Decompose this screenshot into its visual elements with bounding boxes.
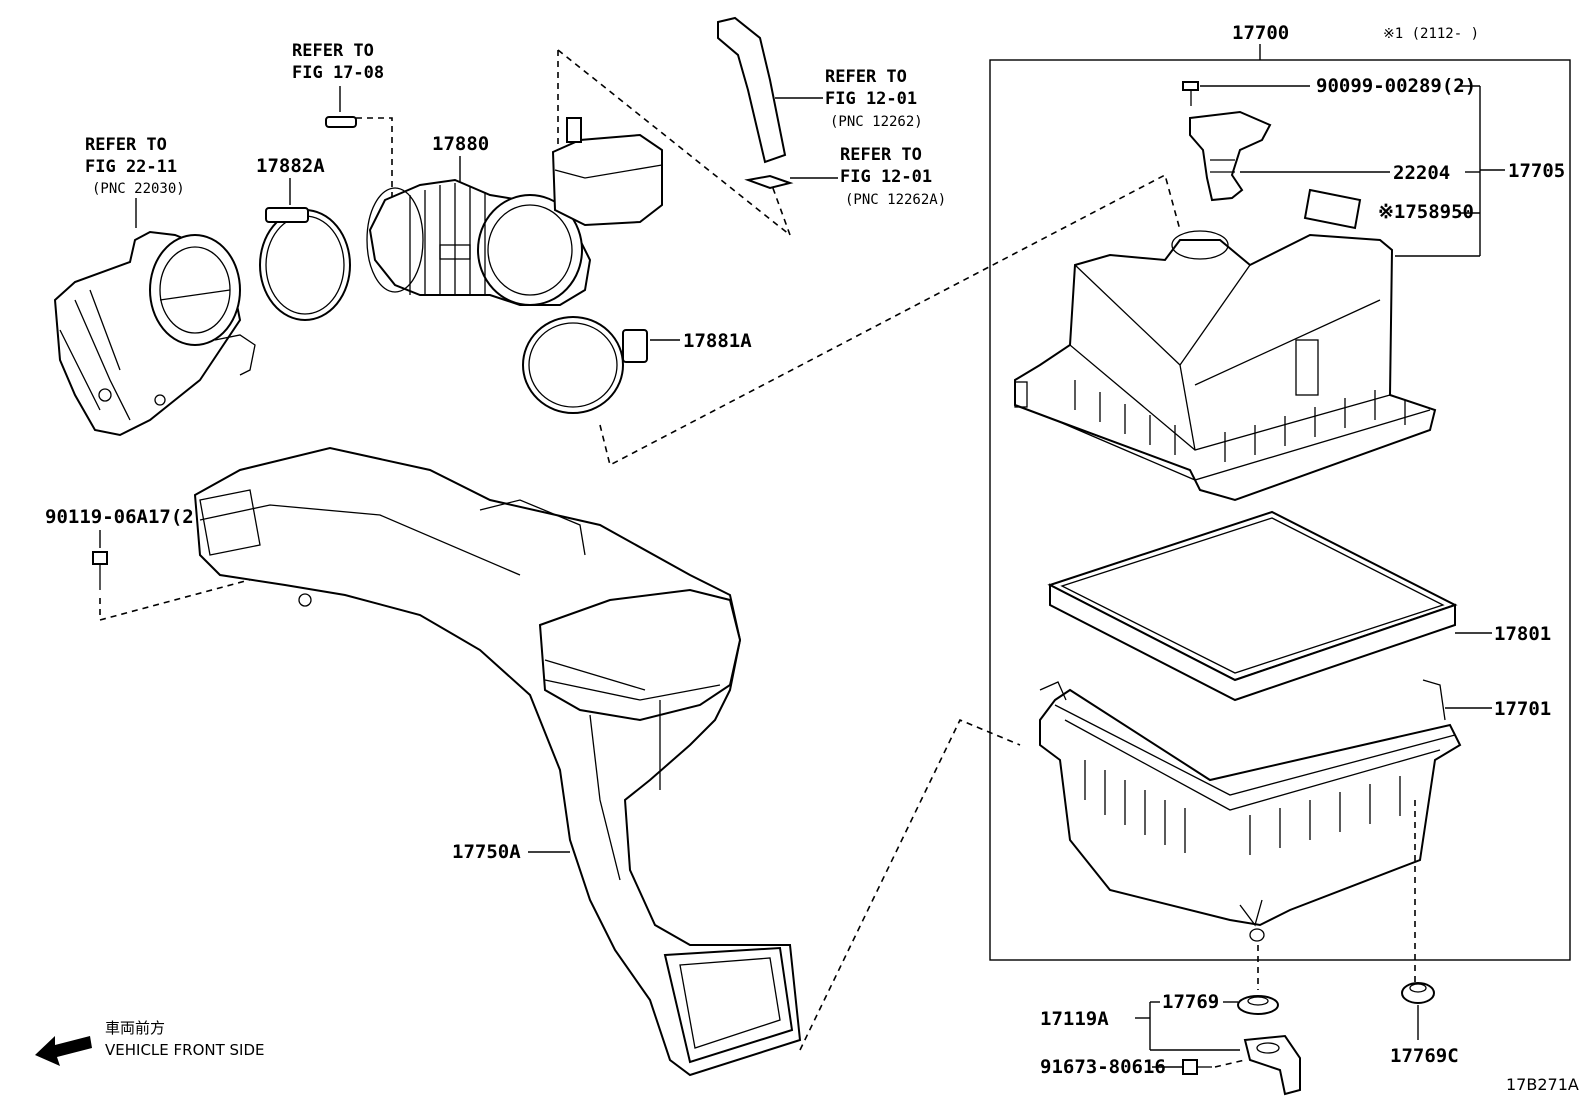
air-flow-meter-22204 (1189, 110, 1272, 202)
hose-clamp-17881a (522, 316, 648, 414)
bracket-17119 (1243, 1034, 1301, 1096)
grommet-17769 (1237, 995, 1279, 1015)
air-cleaner-cap (1014, 230, 1437, 502)
label-17701[interactable]: 17701 (1494, 698, 1551, 720)
figure-code: 17B271A (1506, 1075, 1579, 1094)
label-17119a[interactable]: 17119A (1040, 1008, 1109, 1030)
ref-fig-17-08-line2: FIG 17-08 (292, 63, 384, 83)
throttle-body (53, 230, 256, 437)
label-90099-00289[interactable]: 90099-00289(2) (1316, 75, 1476, 97)
label-note-1: ※1 (2112- ) (1383, 26, 1479, 42)
grommet-17769c (1401, 982, 1435, 1004)
label-17769c[interactable]: 17769C (1390, 1045, 1459, 1067)
label-1758950[interactable]: ※1758950 (1378, 201, 1474, 223)
label-17769[interactable]: 17769 (1162, 991, 1219, 1013)
label-sticker-17589 (1303, 188, 1362, 230)
ref-fig-12-01a-line3: (PNC 12262) (830, 114, 923, 130)
intake-hose-17880 (366, 178, 592, 306)
label-17700[interactable]: 17700 (1232, 22, 1289, 44)
air-duct-17750a (193, 446, 802, 1077)
assembly-box-17700 (989, 59, 1571, 961)
label-17881a[interactable]: 17881A (683, 330, 752, 352)
direction-en: VEHICLE FRONT SIDE (105, 1041, 265, 1059)
ref-fig-22-11-line3: (PNC 22030) (92, 181, 185, 197)
ref-fig-12-01a-line2: FIG 12-01 (825, 89, 917, 109)
ref-fig-12-01b-line2: FIG 12-01 (840, 167, 932, 187)
bolt-90119 (92, 551, 108, 590)
hose-piece-17-08 (325, 116, 357, 128)
bolt-91673 (1182, 1059, 1212, 1075)
ref-fig-12-01b-line3: (PNC 12262A) (845, 192, 946, 208)
label-22204[interactable]: 22204 (1393, 162, 1450, 184)
label-17801[interactable]: 17801 (1494, 623, 1551, 645)
label-90119-06a17[interactable]: 90119-06A17(2) (45, 506, 205, 528)
hose-clamp-17882a (259, 207, 351, 321)
clip-12262a (744, 174, 794, 190)
label-17705[interactable]: 17705 (1508, 160, 1565, 182)
vehicle-front-arrow-icon (35, 1036, 92, 1066)
label-17882a[interactable]: 17882A (256, 155, 325, 177)
direction-jp: 車両前方 (105, 1019, 165, 1037)
label-17750a[interactable]: 17750A (452, 841, 521, 863)
filter-element-17801 (1047, 510, 1458, 702)
ref-fig-22-11-line2: FIG 22-11 (85, 157, 177, 177)
resonator (551, 117, 663, 227)
ref-fig-12-01a-line1: REFER TO (825, 67, 907, 87)
ref-fig-17-08-line1: REFER TO (292, 41, 374, 61)
label-91673-80616[interactable]: 91673-80616 (1040, 1056, 1166, 1078)
ref-fig-12-01b-line1: REFER TO (840, 145, 922, 165)
ref-fig-22-11-line1: REFER TO (85, 135, 167, 155)
hose-fig-12-01 (717, 16, 787, 164)
air-cleaner-case-17701 (1039, 679, 1462, 942)
screw-90099 (1182, 81, 1199, 106)
label-17880[interactable]: 17880 (432, 133, 489, 155)
